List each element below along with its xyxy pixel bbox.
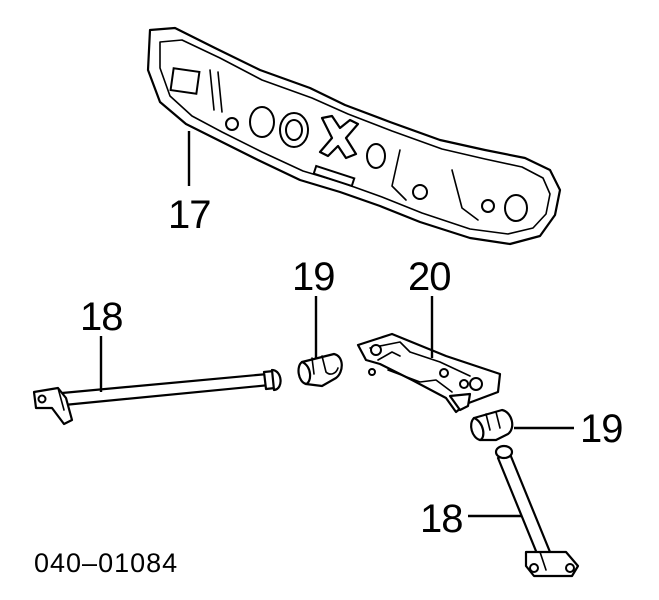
bushing-right — [470, 408, 514, 442]
diagram-code: 040–01084 — [34, 548, 178, 578]
rod-left — [32, 368, 282, 426]
callout-17: 17 — [168, 193, 211, 237]
callout-18-left: 18 — [80, 295, 123, 339]
crossmember-panel — [146, 26, 562, 246]
callout-19-top: 19 — [292, 255, 335, 299]
bushing-top — [297, 352, 343, 388]
callout-18-bottom: 18 — [420, 497, 463, 541]
callout-20: 20 — [408, 255, 451, 299]
rod-bottom — [494, 444, 580, 578]
bracket — [356, 332, 502, 414]
callout-19-right: 19 — [580, 407, 623, 451]
